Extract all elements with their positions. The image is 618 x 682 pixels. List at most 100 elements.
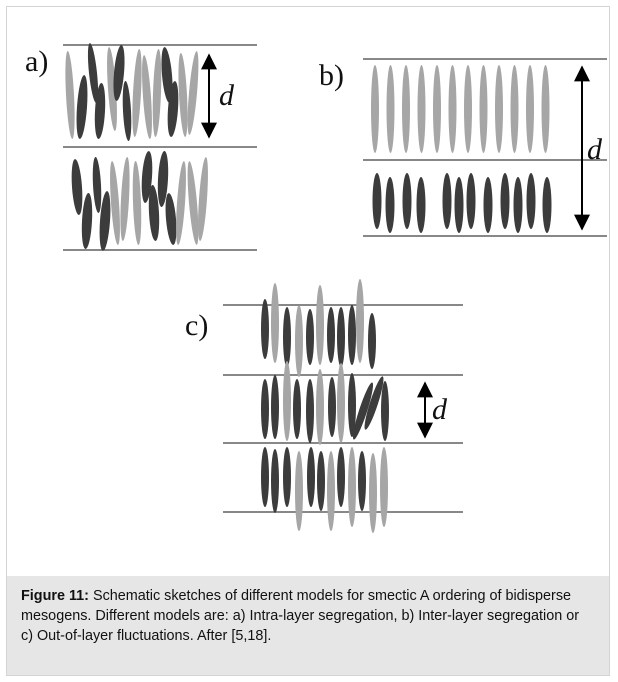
short-mesogen (416, 177, 426, 233)
short-mesogen (352, 382, 374, 440)
long-mesogen (510, 65, 519, 153)
short-mesogen (306, 379, 314, 443)
short-mesogen (500, 173, 510, 229)
figure-caption: Figure 11: Schematic sketches of differe… (7, 576, 609, 675)
long-mesogen (120, 157, 130, 241)
panel-b-mesogens (371, 65, 552, 233)
short-mesogen (348, 373, 356, 437)
panel-c: c) d (185, 279, 463, 533)
panel-b: b) d (319, 58, 607, 237)
short-mesogen (348, 305, 356, 365)
short-mesogen (113, 45, 125, 101)
long-mesogen (526, 65, 534, 153)
long-mesogen (495, 65, 503, 153)
long-mesogen (198, 157, 208, 241)
short-mesogen (261, 299, 269, 359)
short-mesogen (148, 185, 160, 241)
short-mesogen (81, 193, 93, 249)
short-mesogen (358, 451, 366, 511)
short-mesogen (71, 159, 83, 215)
long-mesogen (386, 65, 395, 153)
short-mesogen (372, 173, 382, 229)
short-mesogen (99, 191, 111, 251)
long-mesogen (295, 305, 303, 377)
short-mesogen (454, 177, 464, 233)
long-mesogen (316, 369, 324, 445)
caption-text: Schematic sketches of different models f… (21, 588, 580, 644)
long-mesogen (337, 363, 345, 443)
panel-a-mesogens (65, 43, 208, 251)
figure-drawing: a) d b) d c) d (25, 43, 607, 533)
long-mesogen (295, 451, 303, 531)
long-mesogen (417, 65, 426, 153)
long-mesogen (371, 65, 379, 153)
long-mesogen (187, 51, 199, 135)
figure-container: a) d b) d c) d (6, 6, 610, 676)
long-mesogen (142, 55, 152, 139)
long-mesogen (369, 453, 377, 533)
panel-a: a) d (25, 43, 257, 251)
long-mesogen (65, 51, 75, 139)
caption-label: Figure 11: (21, 588, 89, 604)
long-mesogen (402, 65, 410, 153)
short-mesogen (76, 75, 88, 139)
short-mesogen (337, 447, 345, 507)
long-mesogen (283, 361, 291, 441)
long-mesogen (132, 161, 142, 245)
short-mesogen (283, 447, 291, 507)
short-mesogen (526, 173, 536, 229)
short-mesogen (402, 173, 412, 229)
long-mesogen (356, 279, 364, 363)
short-mesogen (261, 447, 269, 507)
long-mesogen (187, 161, 199, 245)
short-mesogen (327, 307, 335, 363)
spacing-label-d: d (432, 393, 448, 426)
short-mesogen (364, 376, 384, 430)
long-mesogen (448, 65, 457, 153)
short-mesogen (94, 83, 106, 139)
long-mesogen (464, 65, 472, 153)
long-mesogen (316, 285, 324, 365)
long-mesogen (178, 53, 188, 137)
short-mesogen (122, 81, 132, 141)
spacing-label-d: d (587, 133, 603, 166)
panel-c-label: c) (185, 309, 208, 342)
long-mesogen (152, 49, 162, 137)
short-mesogen (381, 381, 389, 441)
long-mesogen (433, 65, 441, 153)
short-mesogen (483, 177, 493, 233)
short-mesogen (283, 307, 291, 367)
short-mesogen (161, 47, 173, 103)
long-mesogen (327, 451, 335, 531)
short-mesogen (271, 449, 279, 513)
long-mesogen (479, 65, 488, 153)
panel-a-label: a) (25, 45, 48, 78)
short-mesogen (271, 375, 279, 439)
short-mesogen (165, 193, 177, 245)
short-mesogen (167, 81, 179, 137)
short-mesogen (306, 309, 314, 365)
long-mesogen (176, 161, 186, 245)
spacing-label-d: d (219, 79, 235, 112)
short-mesogen (317, 451, 325, 511)
panel-b-label: b) (319, 59, 344, 92)
short-mesogen (542, 177, 552, 233)
long-mesogen (380, 447, 388, 527)
long-mesogen (110, 161, 120, 245)
panel-c-mesogens (261, 279, 389, 533)
short-mesogen (307, 447, 315, 507)
long-mesogen (348, 447, 356, 527)
long-mesogen (271, 283, 279, 363)
short-mesogen (293, 379, 301, 439)
long-mesogen (132, 49, 142, 137)
short-mesogen (157, 151, 169, 207)
long-mesogen (541, 65, 550, 153)
short-mesogen (466, 173, 476, 229)
short-mesogen (513, 177, 523, 233)
short-mesogen (141, 151, 153, 203)
short-mesogen (385, 177, 395, 233)
short-mesogen (92, 157, 102, 213)
short-mesogen (337, 307, 345, 367)
short-mesogen (87, 43, 99, 103)
long-mesogen (107, 47, 117, 131)
